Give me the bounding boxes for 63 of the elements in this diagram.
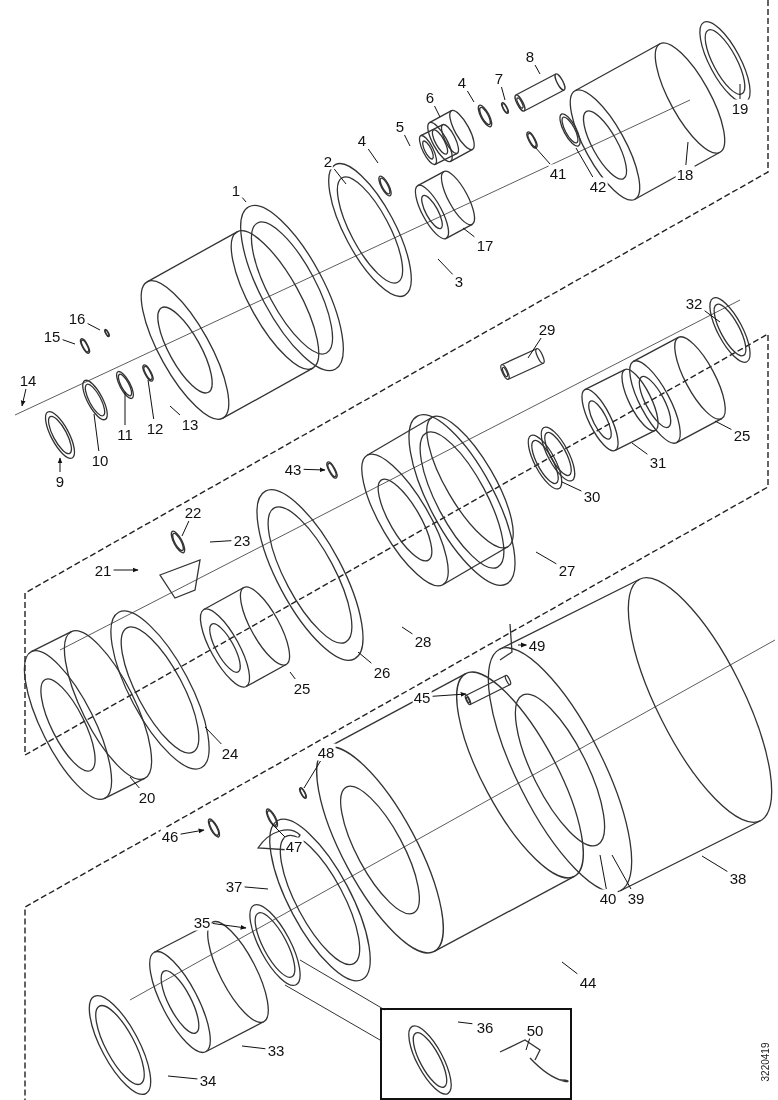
leader-line [147,379,155,420]
leader-line [631,442,648,455]
leader-line [367,148,379,164]
leader-line [527,337,542,359]
leader-line [212,922,247,930]
callout-number: 46 [160,827,180,845]
leader-line [611,854,632,890]
leader-line [244,886,269,890]
leader-line [404,134,411,147]
leader-line [575,147,594,178]
leader-line [204,726,222,745]
leader-line [62,339,76,345]
leader-line [466,90,475,103]
leader-line [209,540,232,543]
leader-line [113,567,139,573]
callout-number: 47 [284,837,304,855]
leader-line [241,1045,266,1050]
leader-line [303,760,321,789]
leader-line [517,642,527,648]
leader-line [714,420,732,430]
leader-line [289,671,296,680]
callout-number: 18 [675,165,695,183]
callout-number: 48 [316,743,336,761]
leader-line [599,854,607,890]
callout-number: 19 [730,99,750,117]
leader-line [357,651,372,664]
leader-line [303,467,326,473]
leader-line [457,1021,473,1025]
callout-number: 40 [598,889,618,907]
leader-line [87,323,101,331]
leader-line [333,168,347,185]
leader-line [685,141,689,166]
leader-line [167,1075,198,1080]
leader-line [701,855,728,872]
leader-line [534,64,541,75]
leader-line [181,520,190,537]
callout-number: 42 [588,177,608,195]
leader-line [124,391,126,426]
leader-line [462,227,475,238]
leader-line [57,457,63,473]
leader-line [432,691,467,697]
leader-line [437,258,454,275]
leader-line [169,405,181,416]
leader-line [401,626,413,635]
leader-line [704,310,721,323]
callout-number: 41 [548,164,568,182]
leader-line [434,105,441,118]
leader-line [561,481,582,492]
leader-line [93,413,100,452]
leader-line [180,828,205,835]
drawing-number: 3220419 [759,1042,771,1082]
leader-line [271,823,286,838]
leader-line [129,776,140,789]
leader-line [241,197,247,203]
leader-line [534,146,551,165]
leader-line [500,86,506,101]
leader-line [535,551,557,565]
leader-line [20,388,27,407]
leader-line [561,961,578,975]
leader-line [525,1036,531,1051]
callout-number: 45 [412,688,432,706]
inset-frame [380,1008,572,1100]
leader-line [739,83,741,100]
